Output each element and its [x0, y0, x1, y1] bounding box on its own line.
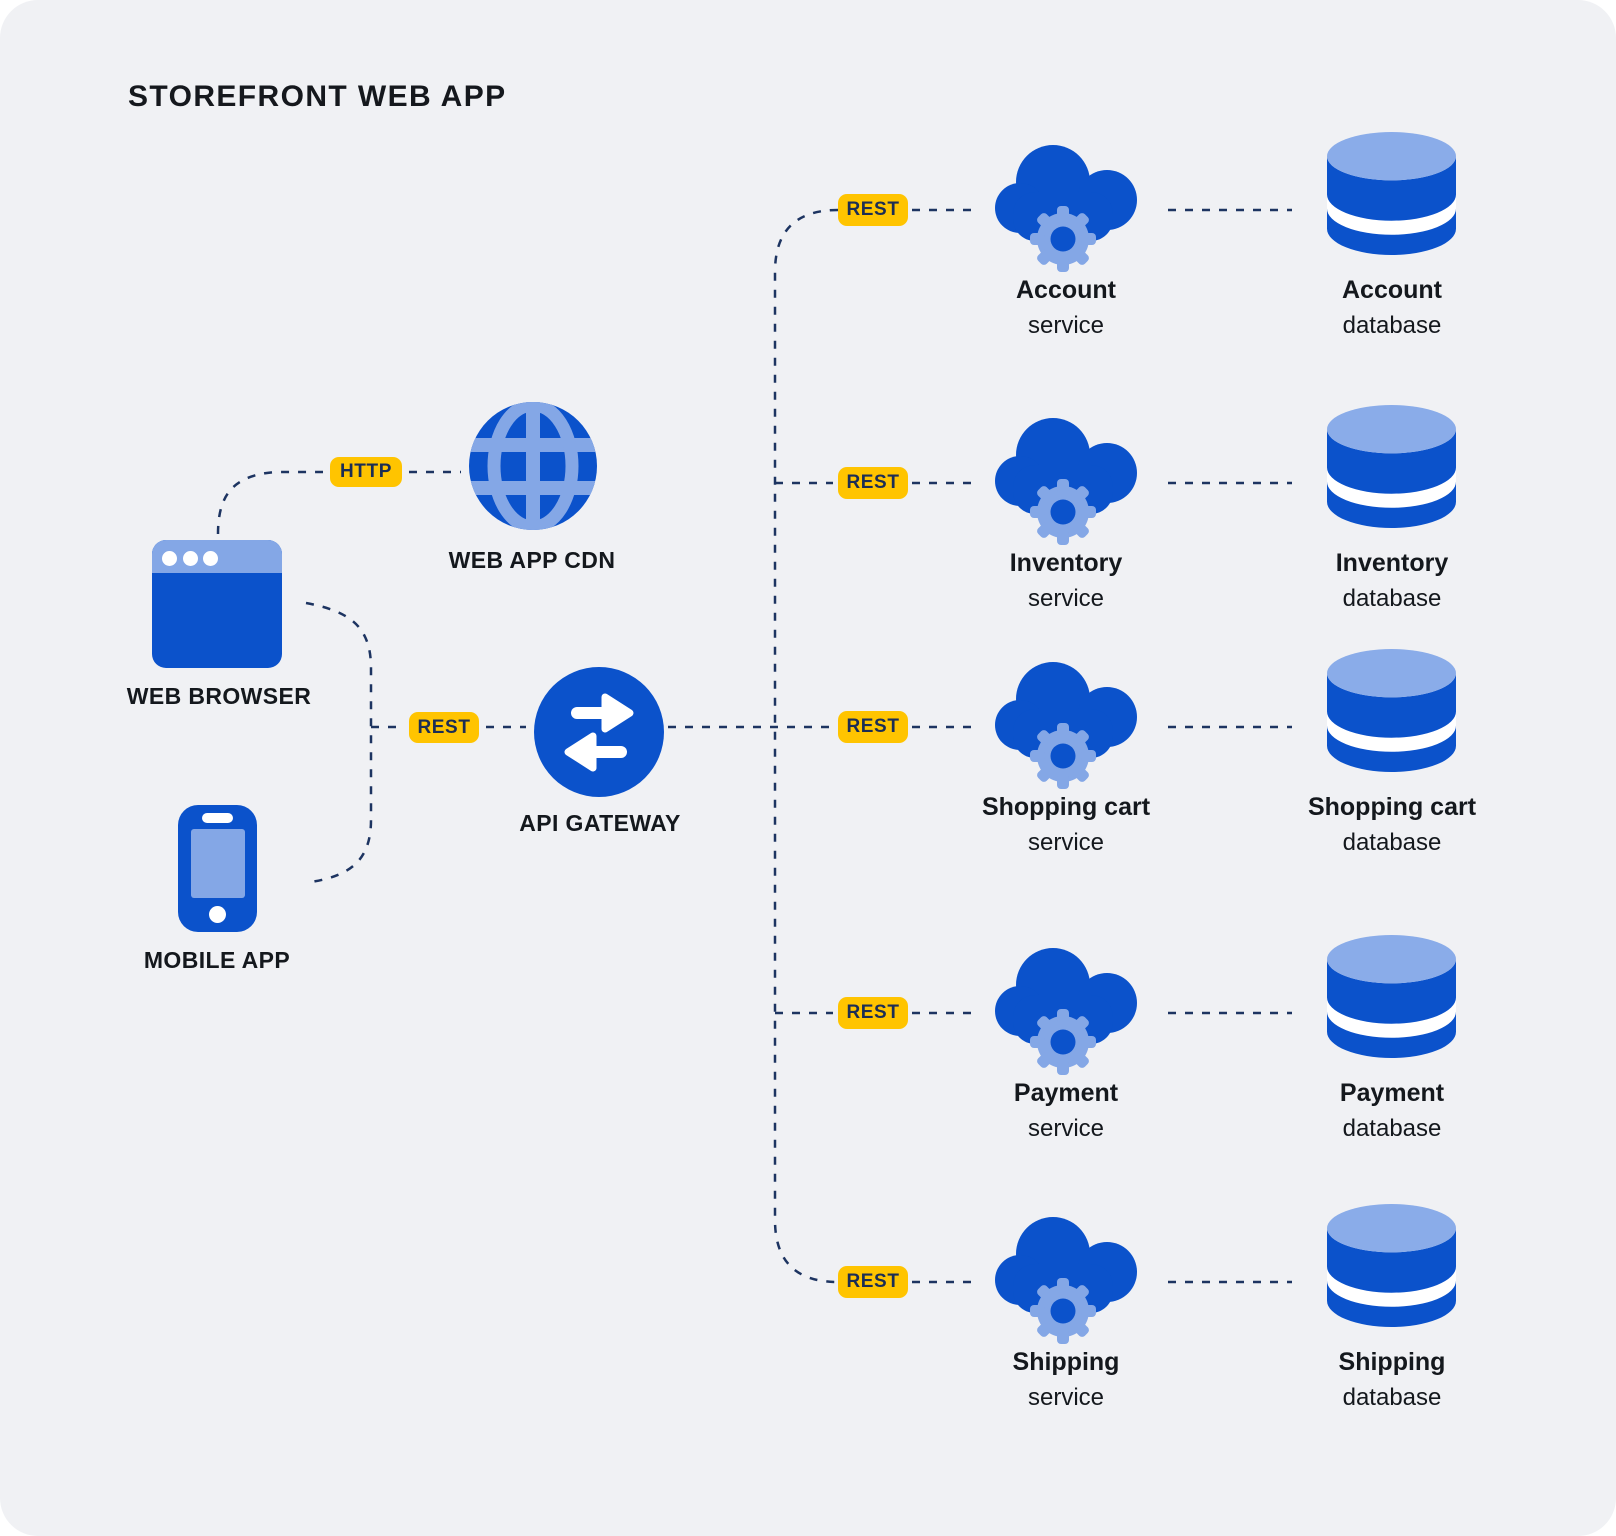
service-name: Shopping cart — [981, 793, 1151, 821]
browser-icon — [152, 540, 282, 668]
globe-cdn-icon — [469, 402, 597, 530]
mobile-app-label: MOBILE APP — [143, 947, 291, 973]
cloud-service-icon — [995, 1217, 1137, 1344]
service-name: Account — [1016, 276, 1116, 304]
cloud-service-icon — [995, 418, 1137, 545]
database-type: database — [1342, 1115, 1442, 1142]
service-type: service — [1027, 829, 1105, 856]
service-type: service — [1027, 1384, 1105, 1411]
database-label: Shipping database — [1292, 1344, 1492, 1416]
phone-speaker — [202, 813, 233, 823]
service-type: service — [1027, 585, 1105, 612]
database-label: Account database — [1292, 272, 1492, 344]
rest-badge: REST — [838, 1266, 908, 1298]
http-badge: HTTP — [330, 457, 402, 487]
service-label: Shopping cart service — [966, 789, 1166, 861]
database-name: Account — [1342, 276, 1442, 304]
database-label: Inventory database — [1292, 545, 1492, 617]
database-icon — [1327, 649, 1456, 772]
cloud-service-icon — [995, 145, 1137, 272]
rest-badge: REST — [838, 467, 908, 499]
database-type: database — [1342, 585, 1442, 612]
api-gateway-icon — [534, 667, 664, 797]
service-label: Shipping service — [966, 1344, 1166, 1416]
database-label: Payment database — [1292, 1075, 1492, 1147]
browser-toolbar — [152, 540, 282, 573]
database-name: Inventory — [1335, 549, 1449, 577]
browser-dot-icon — [162, 551, 177, 566]
service-name: Payment — [1013, 1079, 1119, 1107]
database-icon — [1327, 935, 1456, 1058]
mobile-phone-icon — [178, 805, 257, 932]
rest-badge: REST — [409, 712, 479, 743]
service-label: Payment service — [966, 1075, 1166, 1147]
service-type: service — [1027, 1115, 1105, 1142]
browser-dot-icon — [203, 551, 218, 566]
database-name: Shipping — [1338, 1348, 1446, 1376]
database-icon — [1327, 132, 1456, 255]
api-gateway-label: API GATEWAY — [519, 810, 681, 836]
database-name: Shopping cart — [1307, 793, 1477, 821]
web-app-cdn-label: WEB APP CDN — [448, 547, 616, 573]
service-label: Account service — [966, 272, 1166, 344]
service-label: Inventory service — [966, 545, 1166, 617]
wire-trunk — [773, 208, 839, 1284]
cloud-service-icon — [995, 662, 1137, 789]
service-name: Inventory — [1009, 549, 1123, 577]
web-browser-label: WEB BROWSER — [126, 683, 312, 709]
database-icon — [1327, 1204, 1456, 1327]
database-icon — [1327, 405, 1456, 528]
database-name: Payment — [1339, 1079, 1445, 1107]
service-type: service — [1027, 312, 1105, 339]
rest-badge: REST — [838, 194, 908, 226]
cloud-service-icon — [995, 948, 1137, 1075]
page-title: STOREFRONT WEB APP — [128, 80, 507, 113]
phone-screen — [191, 829, 245, 898]
database-label: Shopping cart database — [1292, 789, 1492, 861]
rest-badge: REST — [838, 997, 908, 1029]
service-name: Shipping — [1012, 1348, 1120, 1376]
database-type: database — [1342, 1384, 1442, 1411]
rest-badge: REST — [838, 711, 908, 743]
wire-browser-mobile-junction — [305, 601, 373, 884]
browser-dot-icon — [183, 551, 198, 566]
database-type: database — [1342, 312, 1442, 339]
phone-home-button — [209, 906, 226, 923]
database-type: database — [1342, 829, 1442, 856]
wire-browser-to-http — [216, 470, 323, 535]
